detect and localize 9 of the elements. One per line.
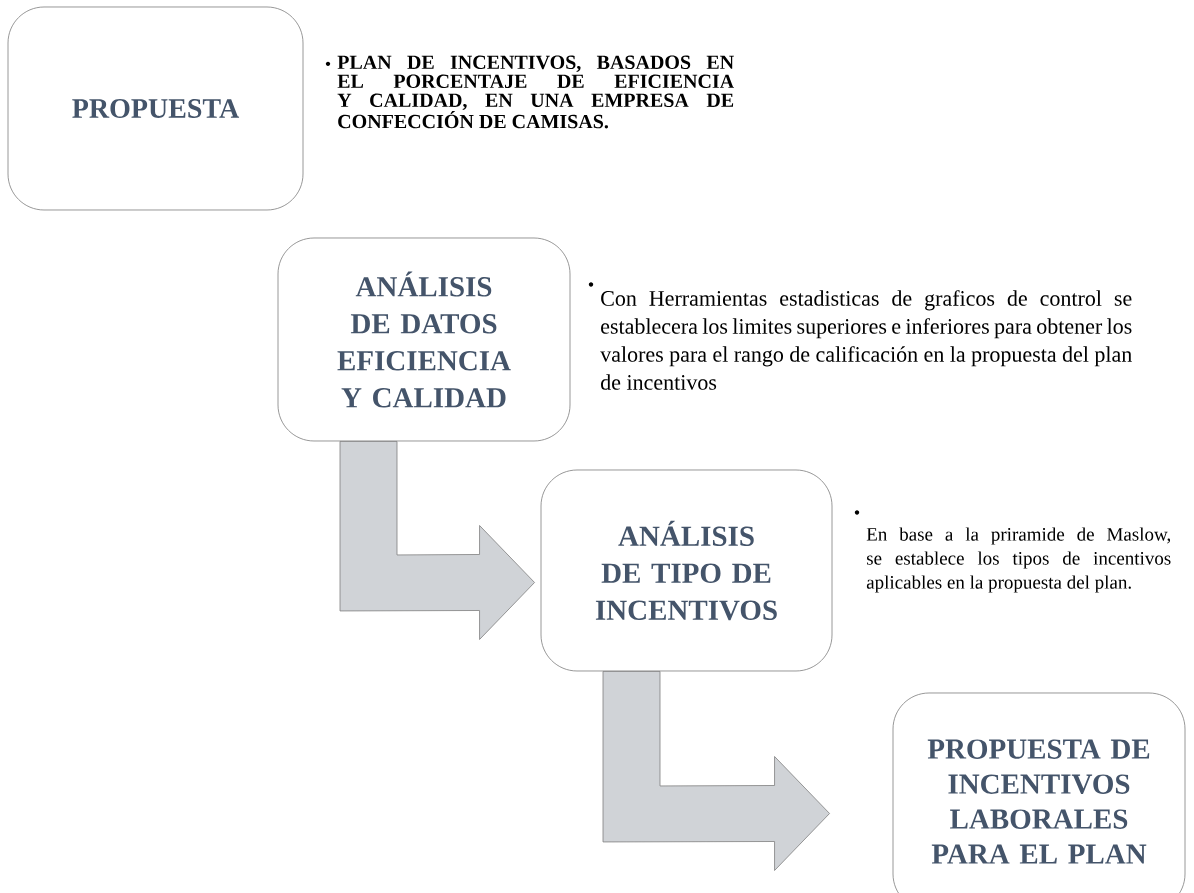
process-box: ANÁLISIS DE TIPO DE INCENTIVOS xyxy=(540,469,833,672)
bullet-text: PLAN DE INCENTIVOS, BASADOS EN EL PORCENTAJE DE EFICIENCIA Y CALIDAD, EN UNA EMPRESA DE CONFECCIÓN DE CAMISAS. xyxy=(337,55,734,129)
process-box: PROPUESTA DE INCENTIVOS LABORALES PARA EL PLAN xyxy=(892,692,1186,893)
process-box: ANÁLISIS DE DATOS EFICIENCIA Y CALIDAD xyxy=(277,237,571,442)
bent-arrow xyxy=(602,671,830,871)
bullet-text: Con Herramientas estadisticas de graficos de control se establecera los limites superiores e inferiores para obtener los valores para el rango de calificación en la propuesta del plan de incentivos xyxy=(600,290,1132,390)
bent-arrow xyxy=(339,441,535,640)
bullet-text: En base a la priramide de Maslow, se establece los tipos de incentivos aplicables en la propuesta del plan. xyxy=(866,527,1171,593)
process-box: PROPUESTA xyxy=(7,6,304,211)
